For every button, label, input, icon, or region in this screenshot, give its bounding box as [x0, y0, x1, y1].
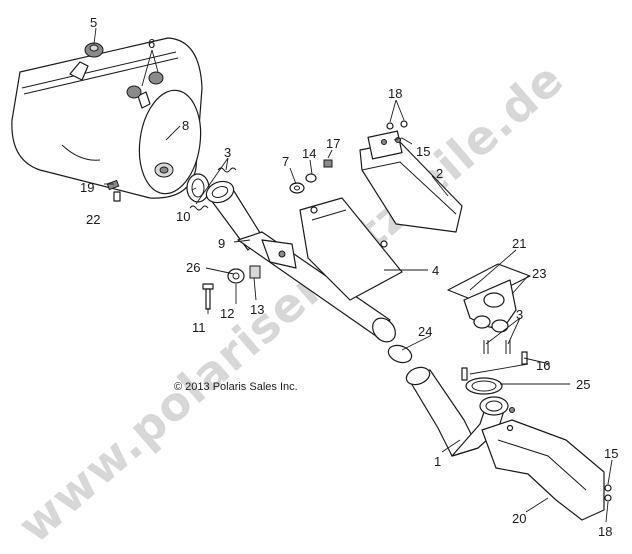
grommet-part-5 — [84, 42, 104, 58]
callout-17: 17 — [326, 136, 340, 151]
bushing-part-13 — [249, 265, 261, 279]
callout-14: 14 — [302, 146, 316, 161]
y-pipe — [405, 366, 509, 457]
copyright-notice: © 2013 Polaris Sales Inc. — [174, 381, 298, 393]
callout-19: 19 — [80, 180, 94, 195]
callout-5: 5 — [90, 15, 97, 30]
callout-13: 13 — [250, 302, 264, 317]
callout-22: 22 — [86, 212, 100, 227]
callout-16: 16 — [536, 358, 550, 373]
nut-part-17 — [323, 159, 333, 168]
washer-part-12 — [227, 268, 245, 284]
heat-shield — [299, 197, 403, 301]
muffler — [11, 37, 203, 199]
callout-25: 25 — [576, 377, 590, 392]
callout-15-lower: 15 — [604, 446, 618, 461]
callout-3-upper: 3 — [224, 145, 231, 160]
gasket-part-10 — [186, 173, 210, 203]
callout-1: 1 — [434, 454, 441, 469]
mid-pipe — [237, 231, 396, 343]
callout-21: 21 — [512, 236, 526, 251]
mounting-bracket — [359, 130, 463, 233]
callout-12: 12 — [220, 306, 234, 321]
callout-26: 26 — [186, 260, 200, 275]
bolt-part-19-22 — [106, 179, 121, 202]
callout-3-lower: 3 — [516, 307, 523, 322]
lower-heat-shield — [481, 407, 605, 521]
fasteners-part-15-18-lower — [604, 484, 612, 502]
fasteners-part-18 — [386, 120, 408, 130]
callout-18-upper: 18 — [388, 86, 402, 101]
head-pipe — [205, 180, 263, 251]
exhaust-manifold — [463, 279, 517, 333]
callout-15-upper: 15 — [416, 144, 430, 159]
gasket-part-24 — [387, 344, 413, 364]
callout-23: 23 — [532, 266, 546, 281]
callout-4: 4 — [432, 263, 439, 278]
callout-24: 24 — [418, 324, 432, 339]
callout-6: 6 — [148, 36, 155, 51]
callout-2: 2 — [436, 166, 443, 181]
spring-part-3-lower — [483, 340, 511, 354]
bolt-part-11 — [202, 283, 214, 310]
callout-20: 20 — [512, 511, 526, 526]
grommet-part-6 — [126, 71, 164, 99]
callout-7: 7 — [282, 154, 289, 169]
leader-lines — [93, 27, 613, 523]
callout-9: 9 — [218, 236, 225, 251]
callout-18-lower: 18 — [598, 524, 612, 539]
callout-11: 11 — [192, 320, 206, 335]
callout-8: 8 — [182, 118, 189, 133]
washer-part-14 — [305, 173, 317, 183]
washer-part-7 — [289, 182, 305, 194]
callout-10: 10 — [176, 209, 190, 224]
gasket-part-25 — [465, 377, 503, 395]
